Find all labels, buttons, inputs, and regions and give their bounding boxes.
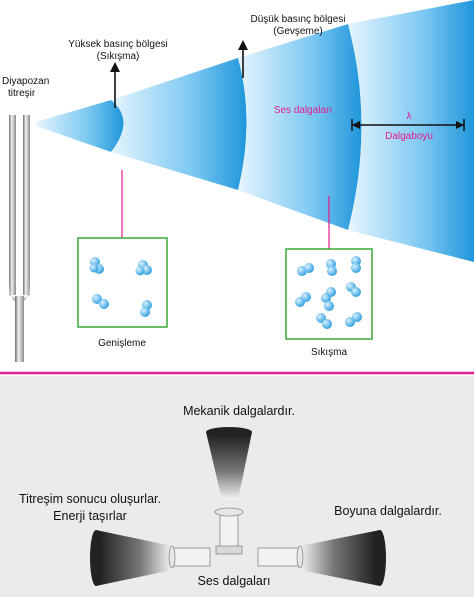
speaker-center-body	[219, 511, 239, 551]
high-pressure-label-1: Yüksek basınç bölgesi	[68, 39, 168, 50]
vibration-label-2: Enerji taşırlar	[53, 509, 127, 523]
wave-band-3	[238, 24, 362, 230]
wave-band-1	[36, 100, 124, 152]
speaker-group	[90, 427, 386, 586]
low-pressure-arrow	[238, 40, 248, 78]
expansion-box	[77, 237, 168, 328]
high-pressure-label-2: (Sıkışma)	[97, 51, 140, 62]
low-pressure-label-1: Düşük basınç bölgesi	[250, 14, 345, 25]
leader-lines	[121, 170, 330, 249]
expansion-molecules	[89, 257, 152, 317]
fork-label-2: titreşir	[8, 88, 36, 99]
compression-label: Sıkışma	[311, 347, 348, 358]
tuning-fork	[9, 115, 30, 362]
longitudinal-label: Boyuna dalgalardır.	[334, 504, 442, 518]
wavelength-label: Dalgaboyu	[385, 131, 433, 142]
expansion-label: Genişleme	[98, 338, 146, 349]
high-pressure-arrow	[110, 62, 120, 108]
horn-left	[92, 530, 172, 586]
center-label: Ses dalgaları	[198, 574, 271, 588]
bottom-labels: Mekanik dalgalardır. Titreşim sonucu olu…	[19, 404, 442, 588]
low-pressure-label-2: (Gevşeme)	[273, 26, 322, 37]
wavelength-arrow	[351, 119, 465, 131]
vibration-label-1: Titreşim sonucu oluşurlar.	[19, 492, 161, 506]
compression-molecules	[295, 256, 362, 329]
fork-label-1: Diyapozan	[2, 76, 49, 87]
horn-right	[300, 530, 384, 586]
horn-top	[206, 428, 252, 500]
mechanical-label: Mekanik dalgalardır.	[183, 404, 295, 418]
sound-waves-label: Ses dalgaları	[274, 105, 332, 116]
sound-wave-cone	[36, 0, 474, 262]
wave-band-4	[348, 0, 474, 262]
wave-band-2	[111, 58, 247, 190]
lambda-label: λ	[407, 111, 412, 122]
top-labels: Diyapozan titreşir Yüksek basınç bölgesi…	[2, 14, 433, 358]
